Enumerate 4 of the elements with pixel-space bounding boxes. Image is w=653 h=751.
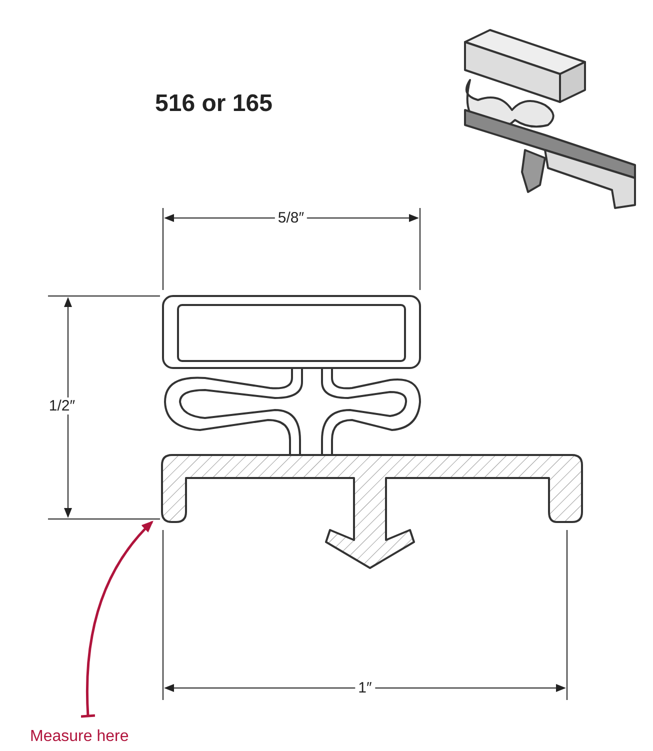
leader-line — [80, 520, 154, 718]
callout-text: Measure here — [30, 728, 129, 746]
gasket-cross-section-drawing — [161, 295, 583, 569]
title: 516 or 165 — [155, 90, 272, 118]
